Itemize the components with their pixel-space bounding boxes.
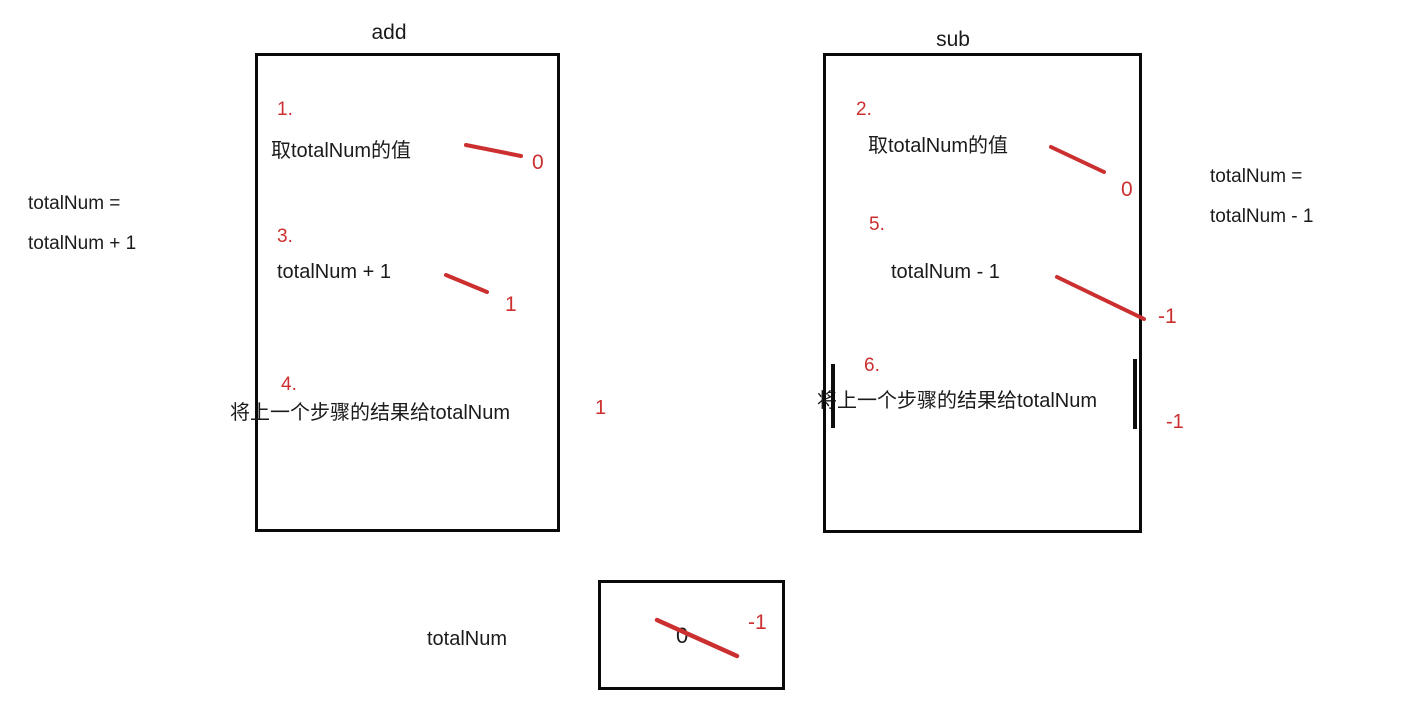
sub-expression-line2: totalNum - 1 xyxy=(1210,206,1314,227)
memory-box-label: totalNum xyxy=(427,628,508,650)
sub-step5-text: totalNum - 1 xyxy=(891,261,1000,283)
add-step3-number: 3. xyxy=(277,226,293,247)
memory-old-value: 0 xyxy=(676,623,689,648)
add-step1-text: 取totalNum的值 xyxy=(271,140,412,162)
add-step4-result: 1 xyxy=(595,397,607,419)
sub-step2-result: 0 xyxy=(1121,178,1133,201)
add-expression-line2: totalNum + 1 xyxy=(28,233,137,254)
add-expression-line1: totalNum = xyxy=(28,193,121,214)
sub-expression-line1: totalNum = xyxy=(1210,166,1303,187)
sub-step2-number: 2. xyxy=(856,99,872,120)
add-box-title: add xyxy=(371,21,407,44)
add-step4-number: 4. xyxy=(281,374,297,395)
sub-expression: totalNum = totalNum - 1 xyxy=(1210,157,1313,237)
sub-box-title: sub xyxy=(936,28,970,51)
add-step1-number: 1. xyxy=(277,99,293,120)
sub-step6-number: 6. xyxy=(864,355,880,376)
sub-step2-text: 取totalNum的值 xyxy=(868,135,1009,157)
sub-step6-result: -1 xyxy=(1166,411,1184,433)
add-expression: totalNum = totalNum + 1 xyxy=(28,184,136,264)
sub-step6-text: 将上一个步骤的结果给totalNum xyxy=(817,390,1098,412)
add-step4-text: 将上一个步骤的结果给totalNum xyxy=(230,402,511,424)
sub-step5-number: 5. xyxy=(869,214,885,235)
sub-box xyxy=(823,53,1142,533)
memory-box xyxy=(598,580,785,690)
memory-new-value: -1 xyxy=(748,611,767,634)
sub-step6-right-bar xyxy=(1133,359,1137,429)
add-step3-text: totalNum + 1 xyxy=(277,261,391,283)
sub-step5-result: -1 xyxy=(1158,305,1177,328)
sub-step6-left-bar xyxy=(831,364,835,428)
add-box xyxy=(255,53,560,532)
add-step1-result: 0 xyxy=(532,151,544,174)
add-step3-result: 1 xyxy=(505,293,517,316)
